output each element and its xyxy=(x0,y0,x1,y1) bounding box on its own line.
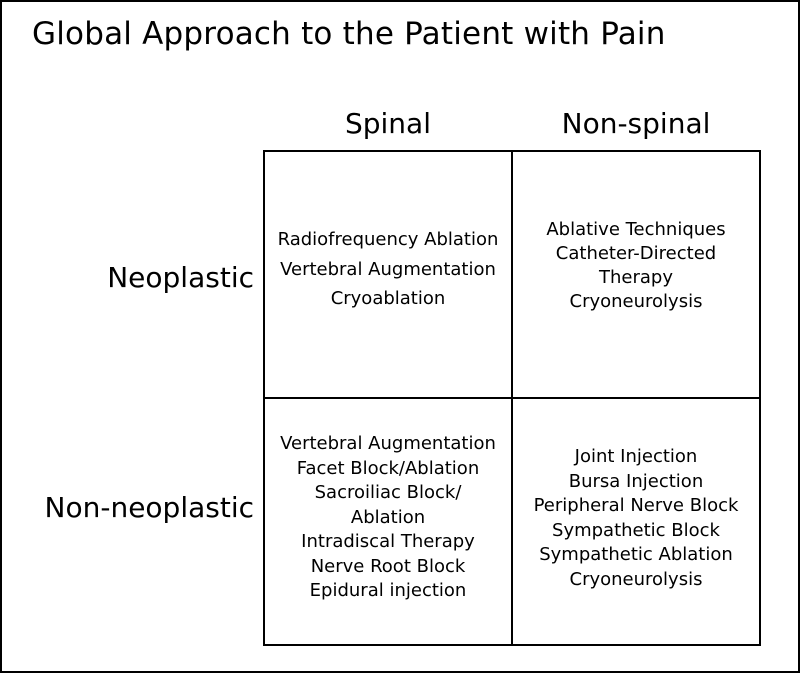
row-header-neoplastic: Neoplastic xyxy=(107,261,254,294)
list-item: Radiofrequency Ablation xyxy=(277,229,499,250)
list-item: Catheter-Directed xyxy=(555,243,717,264)
approach-grid: Radiofrequency Ablation Vertebral Augmen… xyxy=(263,150,761,646)
list-item: Sympathetic Block xyxy=(552,519,720,541)
cell-nonneoplastic-spinal: Vertebral Augmentation Facet Block/Ablat… xyxy=(265,432,511,604)
list-item: Vertebral Augmentation xyxy=(280,433,496,454)
list-item: Bursa Injection xyxy=(568,470,704,492)
figure-title: Global Approach to the Patient with Pain xyxy=(32,16,666,52)
list-item: Cryoneurolysis xyxy=(569,568,703,590)
list-item: Intradiscal Therapy xyxy=(301,531,475,552)
list-item: Therapy xyxy=(599,267,673,288)
list-item: Ablation xyxy=(350,506,426,528)
row-header-nonneoplastic: Non-neoplastic xyxy=(44,491,254,524)
list-item: Cryoneurolysis xyxy=(569,291,703,312)
cell-neoplastic-spinal: Radiofrequency Ablation Vertebral Augmen… xyxy=(265,225,511,314)
list-item: Epidural injection xyxy=(309,580,467,601)
list-item: Sympathetic Ablation xyxy=(539,544,733,565)
list-item: Joint Injection xyxy=(574,446,698,467)
column-header-nonspinal: Non-spinal xyxy=(561,107,711,140)
column-header-spinal: Spinal xyxy=(344,107,431,140)
list-item: Nerve Root Block xyxy=(310,555,466,577)
list-item: Cryoablation xyxy=(330,288,446,309)
list-item: Peripheral Nerve Block xyxy=(533,495,739,516)
list-item: Sacroiliac Block/ xyxy=(314,482,462,503)
list-item: Ablative Techniques xyxy=(546,219,726,240)
cell-neoplastic-nonspinal: Ablative Techniques Catheter-Directed Th… xyxy=(513,218,759,314)
cell-nonneoplastic-nonspinal: Joint Injection Bursa Injection Peripher… xyxy=(513,445,759,592)
list-item: Vertebral Augmentation xyxy=(280,258,496,280)
list-item: Facet Block/Ablation xyxy=(296,457,480,479)
grid-horizontal-divider xyxy=(265,397,759,399)
